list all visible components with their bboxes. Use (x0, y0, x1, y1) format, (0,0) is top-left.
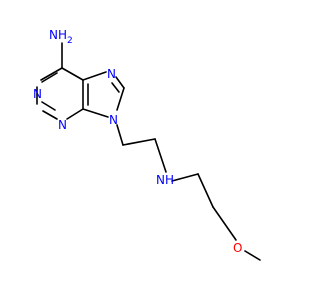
molecule-canvas: NH2 N N N N NH O (0, 0, 300, 300)
bond-c5-n7 (82, 71, 107, 81)
bond-c2-n3-double (41, 101, 56, 111)
bond-c6-c5 (61, 67, 84, 81)
background (0, 0, 300, 300)
bond-ch2-ch2c (212, 206, 237, 241)
bond-c2-n3 (42, 110, 58, 120)
atom-n1: N (33, 87, 42, 101)
bond-ch2-ch2b (197, 173, 214, 208)
bond-n3-c4 (66, 108, 84, 120)
bond-c8-n9 (116, 87, 125, 111)
bond-n9-ch2 (116, 124, 124, 146)
bond-n7-c8-double (111, 82, 120, 93)
atom-o: O (233, 241, 242, 255)
atom-n9: N (109, 113, 118, 127)
bonds (36, 42, 261, 261)
bond-nh-ch2 (171, 173, 199, 182)
atom-nh: NH (156, 173, 174, 187)
atom-n3: N (58, 118, 67, 132)
bond-n9-c4 (82, 108, 109, 118)
atom-n7: N (107, 67, 116, 81)
amine-label: NH2 (49, 28, 73, 46)
bond-c6-n1 (40, 67, 63, 81)
bond-c6-n1-double (41, 72, 58, 83)
atom-labels: NH2 N N N N NH O (33, 28, 242, 255)
bond-n7-c8 (115, 76, 125, 89)
bond-ch2-nh (154, 138, 167, 173)
bond-ch2-ch2 (122, 138, 156, 146)
bond-o-ch3 (244, 250, 261, 261)
structure-diagram: NH2 N N N N NH O (0, 0, 300, 300)
